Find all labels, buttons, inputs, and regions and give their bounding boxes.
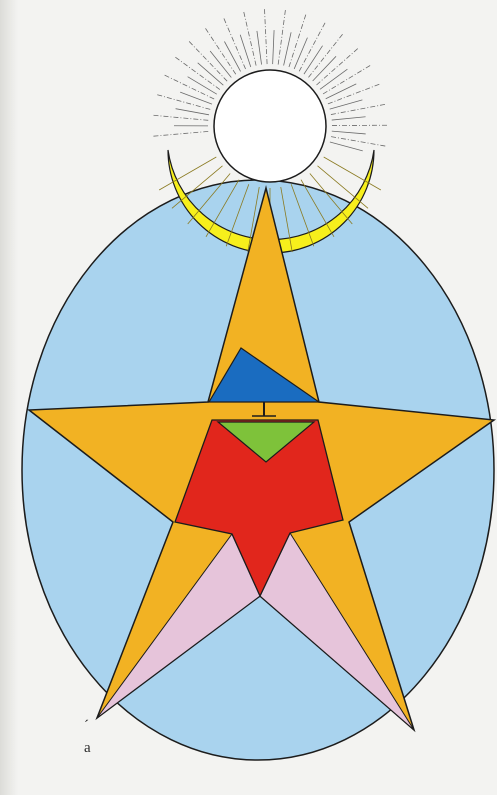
sun-ray (156, 94, 210, 109)
sun-ray (294, 38, 307, 69)
margin-accent-glyph: ´ (84, 719, 89, 734)
sun-ray (308, 33, 343, 77)
sun-ray (316, 48, 358, 85)
sun-ray (188, 77, 217, 94)
sun-ray (152, 131, 208, 136)
sun-ray (188, 41, 227, 81)
sun-ray (175, 57, 220, 90)
sun-ray (244, 11, 257, 66)
sun-ray (320, 69, 347, 89)
margin-letter-glyph: a (84, 741, 91, 756)
sun-ray (264, 8, 267, 64)
sun-ray (332, 131, 366, 134)
sun-ray (289, 14, 306, 67)
sun-ray (176, 109, 209, 115)
sun-ray (273, 30, 274, 64)
sun-ray (152, 115, 208, 120)
sun-ray (240, 35, 251, 67)
sun-ray (180, 92, 212, 104)
sun-ray (326, 84, 357, 99)
sun-ray (210, 51, 231, 78)
sun-ray (224, 18, 246, 69)
sun-ray (331, 104, 386, 114)
sun-ray (284, 32, 291, 65)
sun-ray (257, 31, 262, 65)
sun-ray (313, 56, 336, 81)
sun-ray (304, 46, 323, 74)
moon-hatch-line (159, 157, 216, 190)
sun-ray (198, 63, 224, 85)
sun-ray (224, 42, 240, 72)
sun-ray (278, 9, 285, 65)
sun-ray (330, 142, 363, 151)
sun-ray (332, 117, 366, 120)
sun-icon (214, 70, 326, 182)
